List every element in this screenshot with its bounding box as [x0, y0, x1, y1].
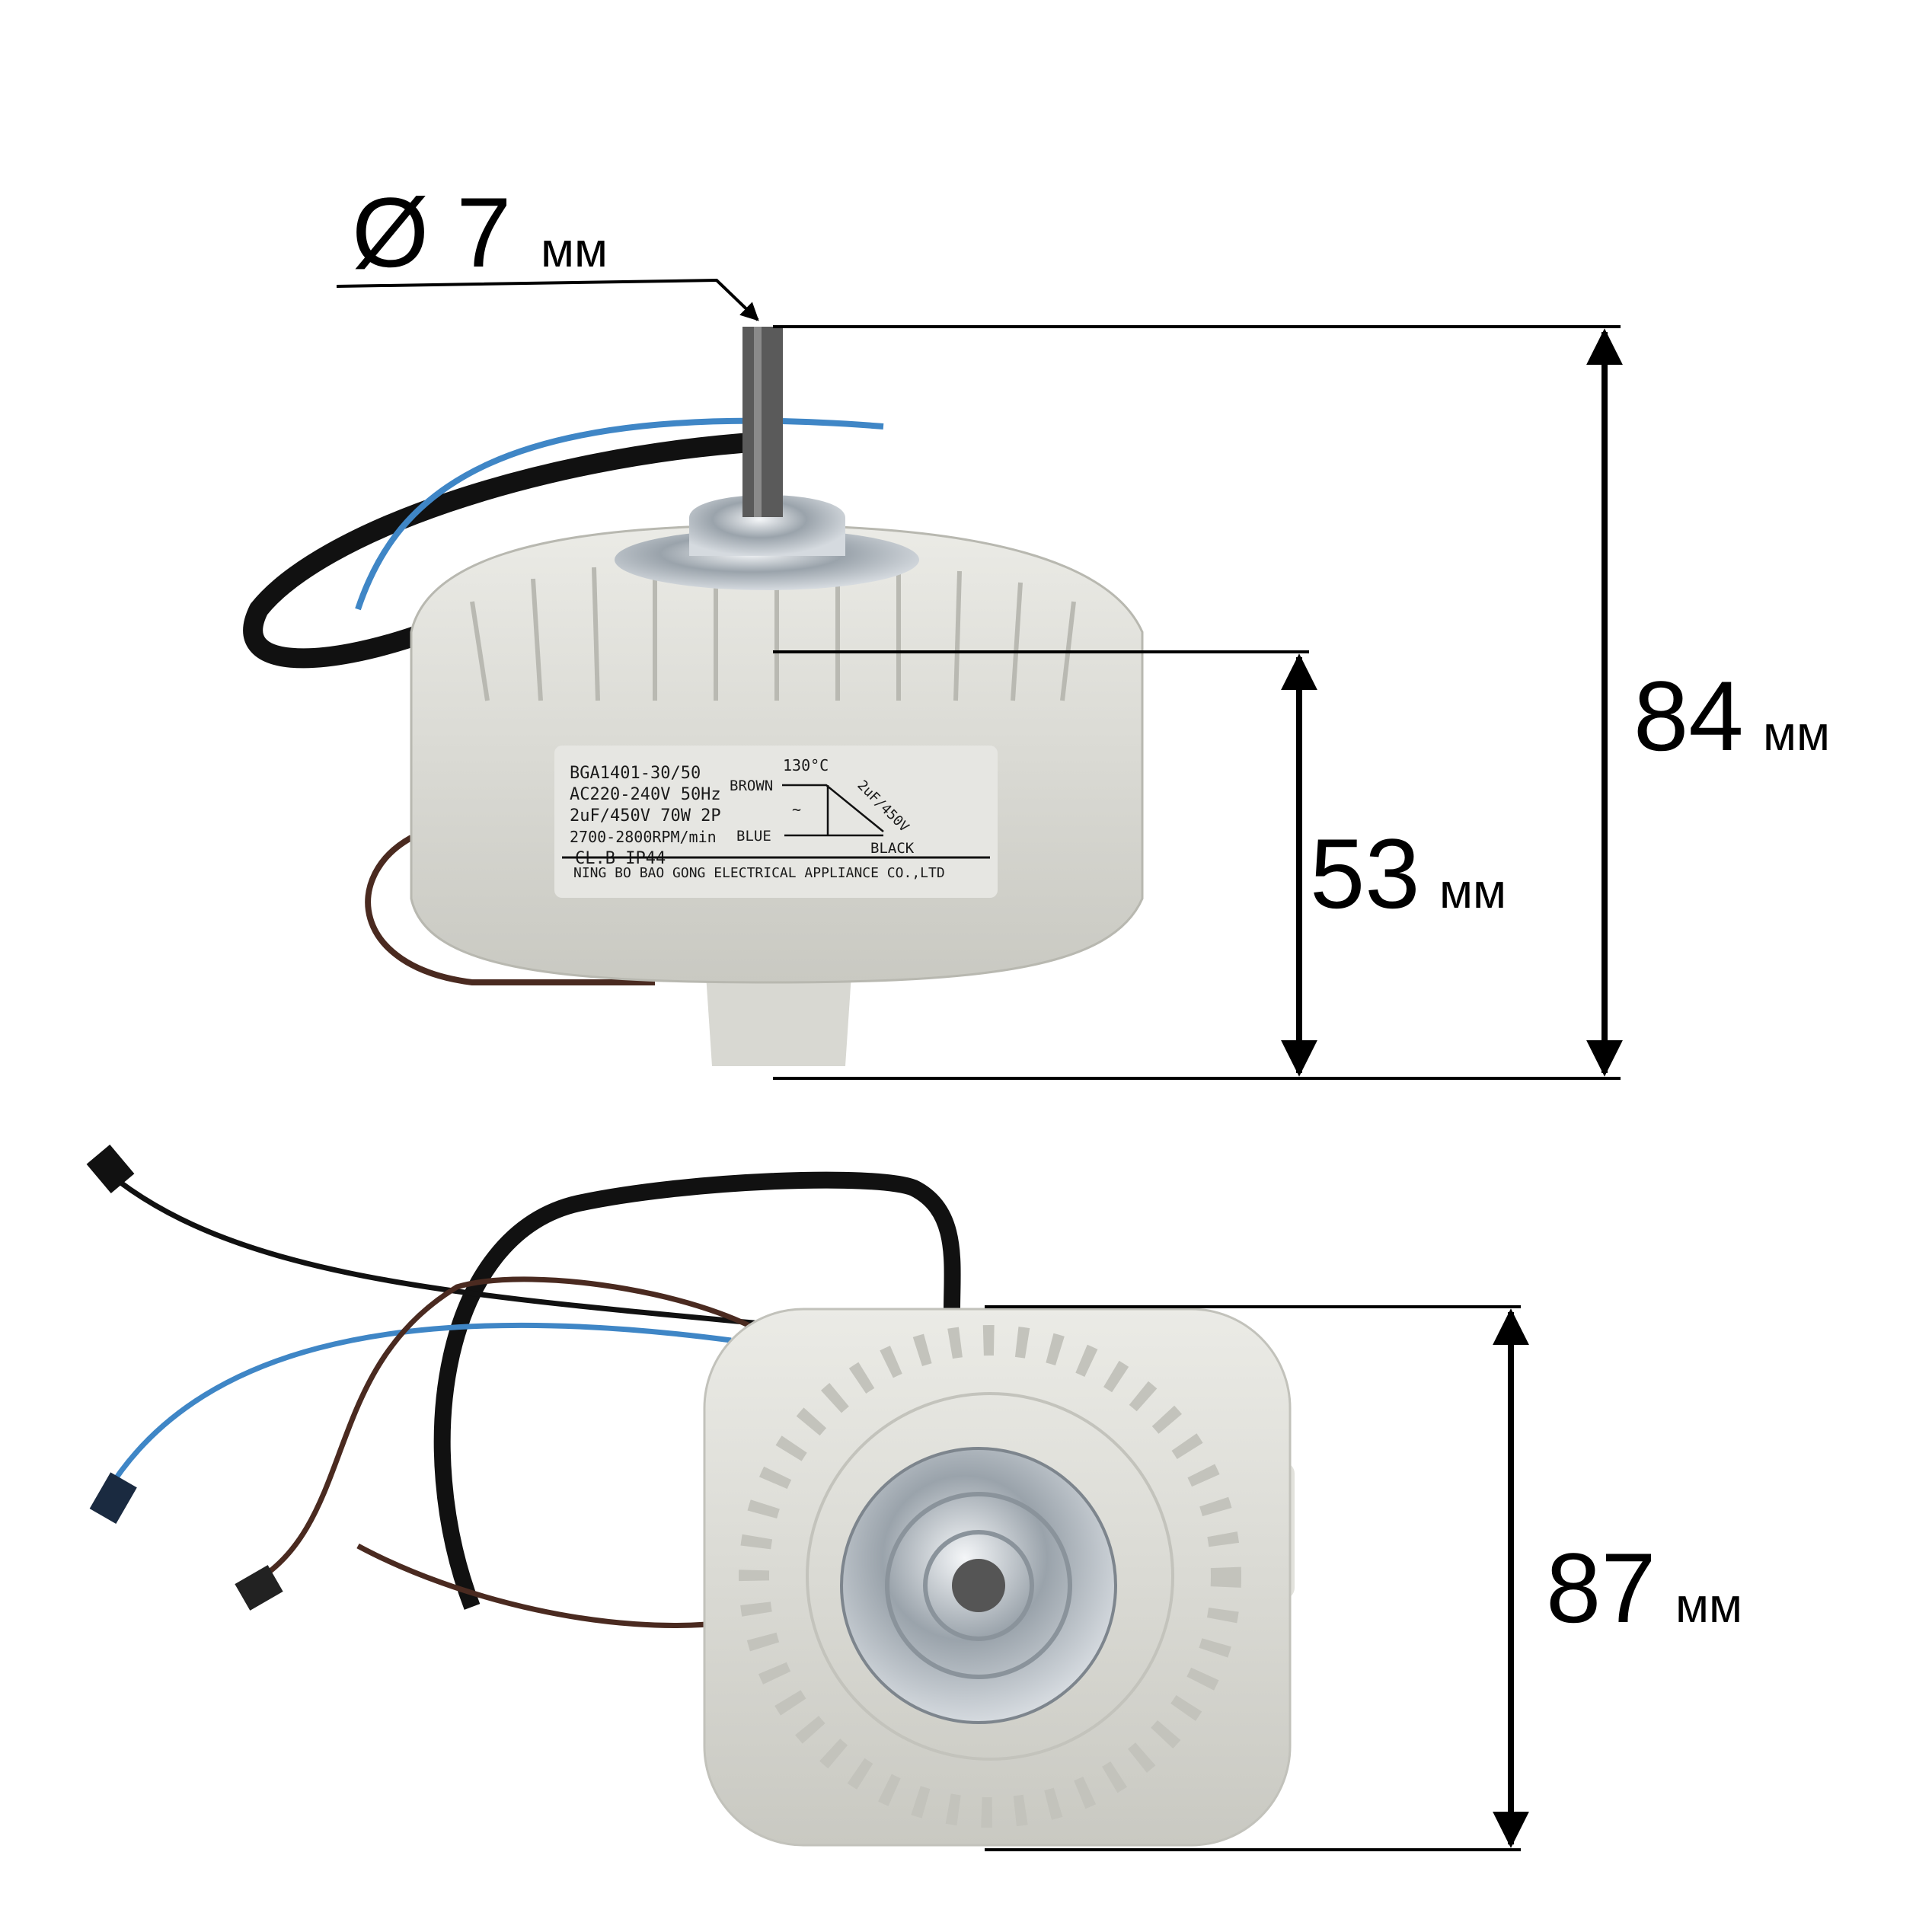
- wire-brown: [365, 835, 655, 985]
- terminal: [89, 1472, 137, 1524]
- nameplate-manufacturer: NING BO BAO GONG ELECTRICAL APPLIANCE CO…: [573, 865, 945, 881]
- dimension-total-height: 84 мм: [773, 325, 1830, 1080]
- nameplate-supply: AC220-240V 50Hz: [570, 785, 721, 804]
- motor-top-view: [86, 1144, 1295, 1847]
- dimension-shaft-diameter: Ø 7 мм: [336, 177, 759, 321]
- shaft: [742, 327, 783, 517]
- wire-black: [243, 432, 762, 669]
- wiring-diagram: [782, 784, 884, 837]
- nameplate-wire-blue: BLUE: [736, 828, 771, 845]
- wire-black: [97, 1163, 778, 1328]
- nameplate-rating: 2uF/450V 70W 2P: [570, 806, 721, 825]
- wire-blue: [104, 1322, 732, 1494]
- wire-brown: [250, 1276, 787, 1628]
- shaft-diameter-unit: мм: [541, 222, 608, 277]
- dimension-body-height: 53 мм: [773, 650, 1506, 1077]
- nameplate-model: BGA1401-30/50: [570, 764, 701, 783]
- shaft-diameter-value: Ø 7: [352, 177, 512, 288]
- width-unit: мм: [1675, 1578, 1742, 1633]
- body-height-value: 53: [1310, 818, 1420, 929]
- nameplate-speed: 2700-2800RPM/min: [570, 828, 717, 846]
- nameplate: BGA1401-30/50 AC220-240V 50Hz 2uF/450V 7…: [554, 746, 998, 898]
- shaft-end: [952, 1559, 1005, 1612]
- total-height-unit: мм: [1763, 706, 1830, 761]
- body-height-unit: мм: [1439, 864, 1506, 918]
- wire-harness-black: [433, 1171, 961, 1610]
- total-height-value: 84: [1633, 660, 1744, 771]
- terminal: [86, 1144, 135, 1194]
- nameplate-wire-black: BLACK: [870, 840, 915, 857]
- width-value: 87: [1546, 1532, 1656, 1643]
- terminal: [235, 1565, 283, 1611]
- nameplate-thermal: 130°C: [783, 756, 829, 774]
- wire-blue: [355, 417, 884, 611]
- motor-side-view: BGA1401-30/50 AC220-240V 50Hz 2uF/450V 7…: [243, 327, 1144, 1066]
- nameplate-wire-brown: BROWN: [730, 778, 773, 794]
- nameplate-tilde: ~: [792, 800, 801, 819]
- dimension-width: 87 мм: [985, 1305, 1742, 1851]
